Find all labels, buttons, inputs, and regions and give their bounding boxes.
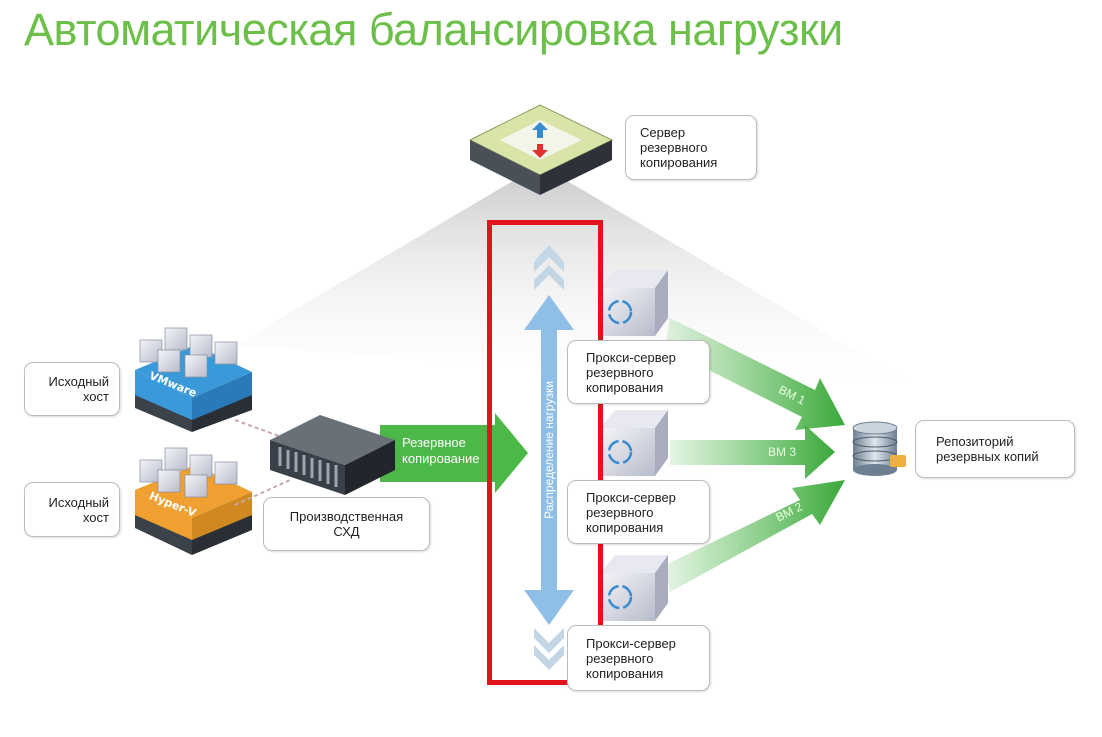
label-line: хост [82, 509, 109, 525]
label-line: Сервер [640, 125, 686, 140]
label-line: Прокси-сервер [586, 635, 676, 651]
proxy-label-3: Прокси-сервер резервного копирования [567, 625, 710, 691]
label-line: Репозиторий [936, 434, 1014, 449]
label-line: копирования [586, 665, 664, 681]
backup-server-icon [468, 104, 614, 195]
source-host-label-vmware: Исходный хост [24, 362, 120, 416]
repository-label: Репозиторий резервных копий [915, 420, 1075, 478]
label-line: резервного [586, 504, 654, 520]
label-line: Исходный [48, 374, 109, 389]
vmware-host-icon [135, 327, 252, 432]
label-line: резервного [586, 650, 654, 666]
hyperv-host-icon [135, 447, 252, 555]
proxy-label-2: Прокси-сервер резервного копирования [567, 480, 710, 544]
label-line: копирование [402, 451, 480, 466]
label-line: копирования [640, 155, 718, 170]
load-distribution-label: Распределение нагрузки [542, 381, 556, 519]
flow-arrow-vm2 [665, 480, 845, 592]
label-line: Прокси-сервер [586, 349, 676, 365]
coverage-cone [235, 165, 940, 400]
label-line: Исходный [48, 494, 109, 510]
label-line: хост [82, 389, 109, 404]
label-line: Производственная [289, 509, 404, 524]
label-line: копирования [586, 379, 664, 395]
label-line: резервных копий [936, 449, 1039, 464]
proxy-server-icon [600, 555, 668, 621]
label-line: резервного [640, 140, 708, 155]
repository-database-icon [852, 421, 906, 476]
flow-arrow-vm3 [670, 425, 835, 479]
load-distribution-arrow [524, 245, 574, 670]
flow-arrow-vm1 [665, 318, 845, 430]
label-line: копирования [586, 519, 664, 535]
proxy-server-icon [600, 410, 668, 476]
label-line: СХД [333, 524, 360, 539]
source-host-label-hyperv: Исходный хост [24, 482, 120, 537]
label-line: резервного [586, 364, 654, 380]
storage-array-icon [270, 415, 395, 495]
slide-title: Автоматическая балансировка нагрузки [24, 4, 843, 55]
label-line: Резервное [402, 435, 466, 450]
backup-server-label: Сервер резервного копирования [625, 115, 757, 180]
proxy-server-icon [600, 270, 668, 336]
highlight-rectangle [487, 220, 603, 685]
label-line: Прокси-сервер [586, 489, 676, 505]
proxy-label-1: Прокси-сервер резервного копирования [567, 340, 710, 404]
storage-label: Производственная СХД [263, 497, 430, 551]
flow-label-vm3: ВМ 3 [768, 445, 797, 459]
backup-arrow-label: Резервное копирование [402, 435, 480, 467]
